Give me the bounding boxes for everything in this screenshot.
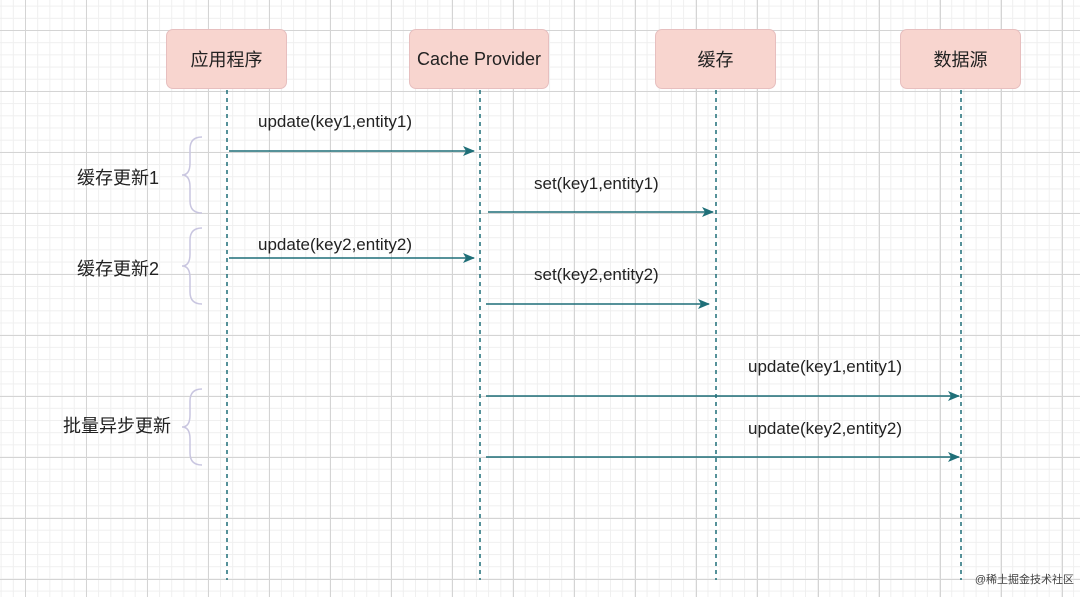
group-label-cache-update-1: 缓存更新1: [77, 168, 160, 188]
message-label-6: update(key2,entity2): [748, 419, 903, 438]
participant-app: 应用程序: [166, 29, 287, 89]
message-label-4: set(key2,entity2): [534, 265, 659, 284]
watermark: @稀土掘金技术社区: [974, 574, 1074, 586]
message-label-5: update(key1,entity1): [748, 357, 903, 376]
participant-cache: 缓存: [655, 29, 776, 89]
participant-cache-provider: Cache Provider: [409, 29, 549, 89]
participant-datasource: 数据源: [900, 29, 1021, 89]
group-label-cache-update-2: 缓存更新2: [77, 259, 160, 279]
message-label-2: set(key1,entity1): [534, 174, 659, 193]
group-label-batch-async-update: 批量异步更新: [63, 416, 171, 436]
group-brace-1: [181, 136, 203, 214]
group-brace-3: [181, 388, 203, 466]
message-label-1: update(key1,entity1): [258, 112, 413, 131]
message-label-3: update(key2,entity2): [258, 235, 413, 254]
group-brace-2: [181, 227, 203, 305]
